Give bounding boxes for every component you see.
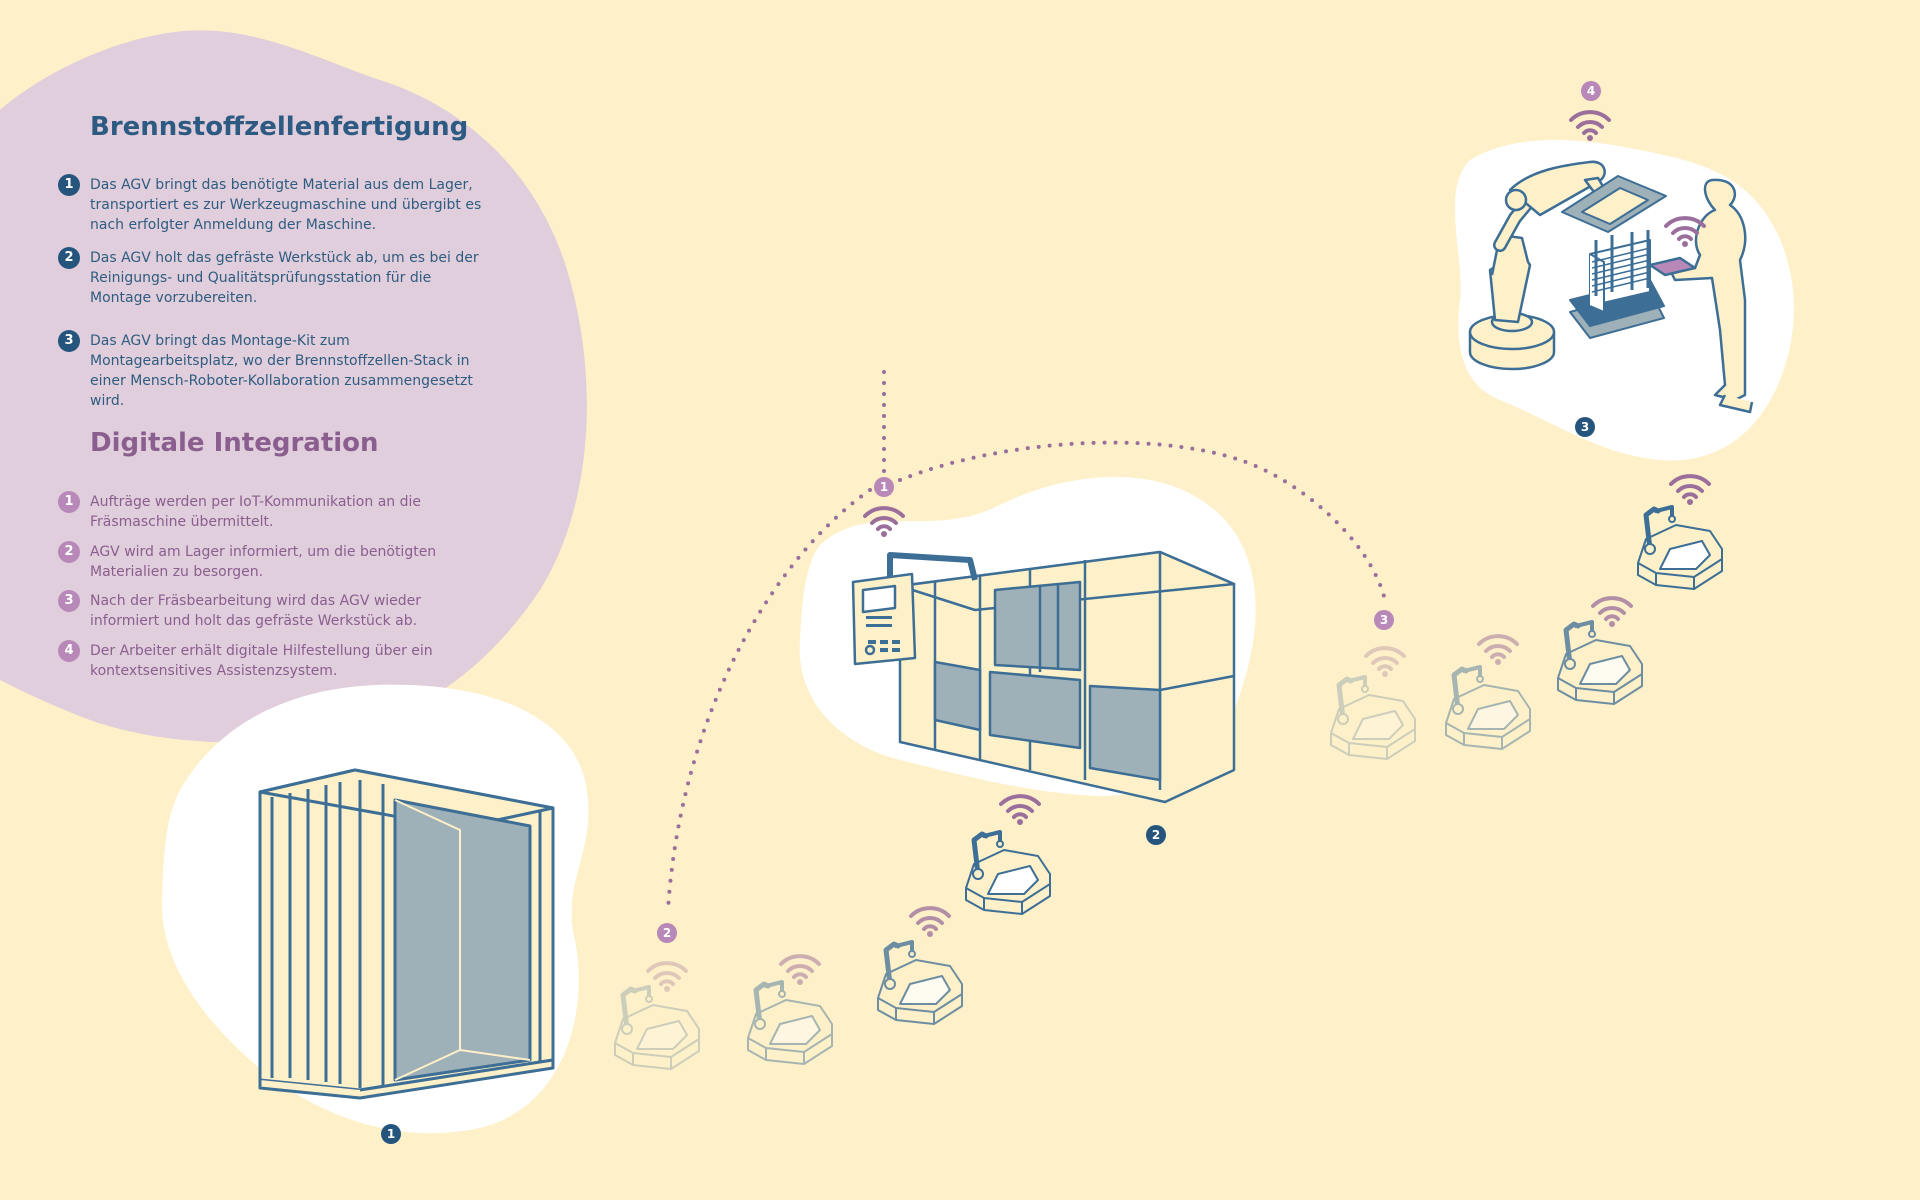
step-number-badge: 4 [58,640,80,662]
iot-path-to-agv [666,488,872,912]
robot-arm-icon [1468,160,1612,371]
digital-integration-heading: Digitale Integration [90,428,379,458]
step-number-badge: 1 [58,491,80,513]
step-number-badge: 3 [58,330,80,352]
agv-robot-icon [1446,667,1530,749]
worker-icon [1648,178,1754,414]
agv-robot-icon [878,942,962,1024]
wifi-icon [1591,596,1633,629]
agv-robot-icon [615,987,699,1069]
wifi-icon [909,906,951,939]
process-marker-assembly: 3 [1575,417,1595,437]
wifi-icon [779,954,821,987]
step-text: Der Arbeiter erhält digitale Hilfestellu… [90,643,433,679]
step-text: Das AGV holt das gefräste Werkstück ab, … [90,250,479,306]
iot-path-to-qc [898,440,1387,602]
wifi-icon [646,961,688,994]
iot-paths [666,370,1387,912]
wifi-icon [999,794,1041,827]
wifi-icon [1569,110,1611,143]
step-number-badge: 2 [58,247,80,269]
fuel-cell-heading: Brennstoffzellenfertigung [90,112,469,142]
step-text: Das AGV bringt das benötigte Material au… [90,177,482,233]
text-panel-blob [0,30,587,743]
step-text: Aufträge werden per IoT-Kommunikation an… [90,494,421,530]
milling-machine-icon [851,550,1236,804]
iot-marker-qc: 3 [1374,610,1394,630]
step-text: Nach der Fräsbearbeitung wird das AGV wi… [90,593,422,629]
step-text: AGV wird am Lager informiert, um die ben… [90,544,437,580]
iot-marker-machine: 1 [874,477,894,497]
step-text: Das AGV bringt das Montage-Kit zum Monta… [90,333,473,409]
agv-robot-icon [748,982,832,1064]
step-number-badge: 1 [58,174,80,196]
process-marker-machine: 2 [1146,825,1166,845]
wifi-icon [1477,634,1519,667]
wifi-icon [1364,646,1406,679]
iot-marker-agv: 2 [657,923,677,943]
agv-robot-icon [1558,622,1642,704]
warehouse-icon [258,768,555,1100]
step-number-badge: 3 [58,590,80,612]
process-marker-warehouse: 1 [381,1124,401,1144]
fuel-cell-stack-icon [1569,230,1665,339]
text-panel: Brennstoffzellenfertigung 1 Das AGV brin… [0,0,600,760]
fixture-plate-icon [1561,175,1667,233]
agv-robot-icon [1638,507,1722,589]
agv-robot-icon [966,832,1050,914]
iot-marker-assistant: 4 [1581,81,1601,101]
agv-robot-icon [1331,677,1415,759]
step-number-badge: 2 [58,541,80,563]
wifi-icon [1669,474,1711,507]
